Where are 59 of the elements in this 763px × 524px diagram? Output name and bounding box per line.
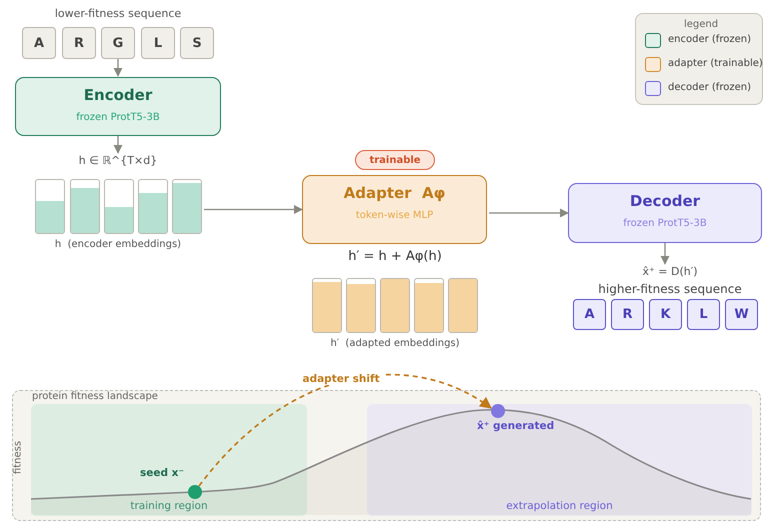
box-subtitle: token-wise MLP [354,210,434,221]
embedding-bar [172,179,202,234]
token-box: G [101,27,135,59]
formula-text: h′ = h + Aφ(h) [347,249,443,264]
point-label: x̂⁺ generated [477,420,554,432]
legend-text: decoder (frozen) [668,82,751,93]
landscape-panel [12,390,761,521]
embedding-bar [414,278,444,333]
token-box: A [573,299,606,330]
point-label: seed x⁻ [140,467,184,479]
token-box: K [649,299,682,330]
box-heading: Encoder [82,86,154,104]
embedding-bar [448,278,478,333]
caption-text: h (encoder embeddings) [54,239,182,250]
box-heading: Decoder [628,192,702,210]
embedding-bar [380,278,410,333]
caption-text: higher-fitness sequence [597,282,743,296]
box-subtitle: frozen ProtT5-3B [622,218,708,229]
encoder-box [15,77,221,136]
token-box: L [141,27,175,59]
legend-text: adapter (trainable) [668,58,763,69]
arrow [113,59,123,77]
token-box: S [180,27,214,59]
decoder-box [568,183,762,243]
embedding-bar [138,179,168,234]
token-box: R [62,27,96,59]
legend-text: encoder (frozen) [668,34,751,45]
panel-title: protein fitness landscape [32,391,158,402]
region-label: extrapolation region [505,500,614,512]
embedding-bar [346,278,376,333]
formula-label: h ∈ ℝ^{T×d} [68,154,168,170]
arrow [113,136,123,154]
token-box: R [611,299,644,330]
region-label: training region [129,500,209,512]
token-box: W [725,299,758,330]
arrow [204,204,303,214]
edge-label: adapter shift [300,373,382,385]
arrow [660,243,670,265]
trainable-badge: trainable [355,150,435,170]
region-area [31,404,307,516]
adapter-box [302,175,487,244]
legend-title: legend [682,19,720,30]
box-subtitle: frozen ProtT5-3B [75,112,161,123]
seed-dot [188,485,202,499]
embedding-bar [35,179,65,234]
generated-dot [491,404,505,418]
formula-label: x̂⁺ = D(h′) [620,265,720,281]
token-box: A [22,27,56,59]
arrow [198,374,492,487]
region-area [367,404,752,516]
embedding-bar [70,179,100,234]
caption-text: h′ (adapted embeddings) [329,338,461,349]
embedding-bar [312,278,342,333]
token-box: L [687,299,720,330]
embedding-bar [104,179,134,234]
axis-label: fitness [12,440,24,476]
arrow [489,208,569,218]
caption-text: lower-fitness sequence [54,7,182,20]
box-heading: Adapter Aφ [342,184,446,202]
